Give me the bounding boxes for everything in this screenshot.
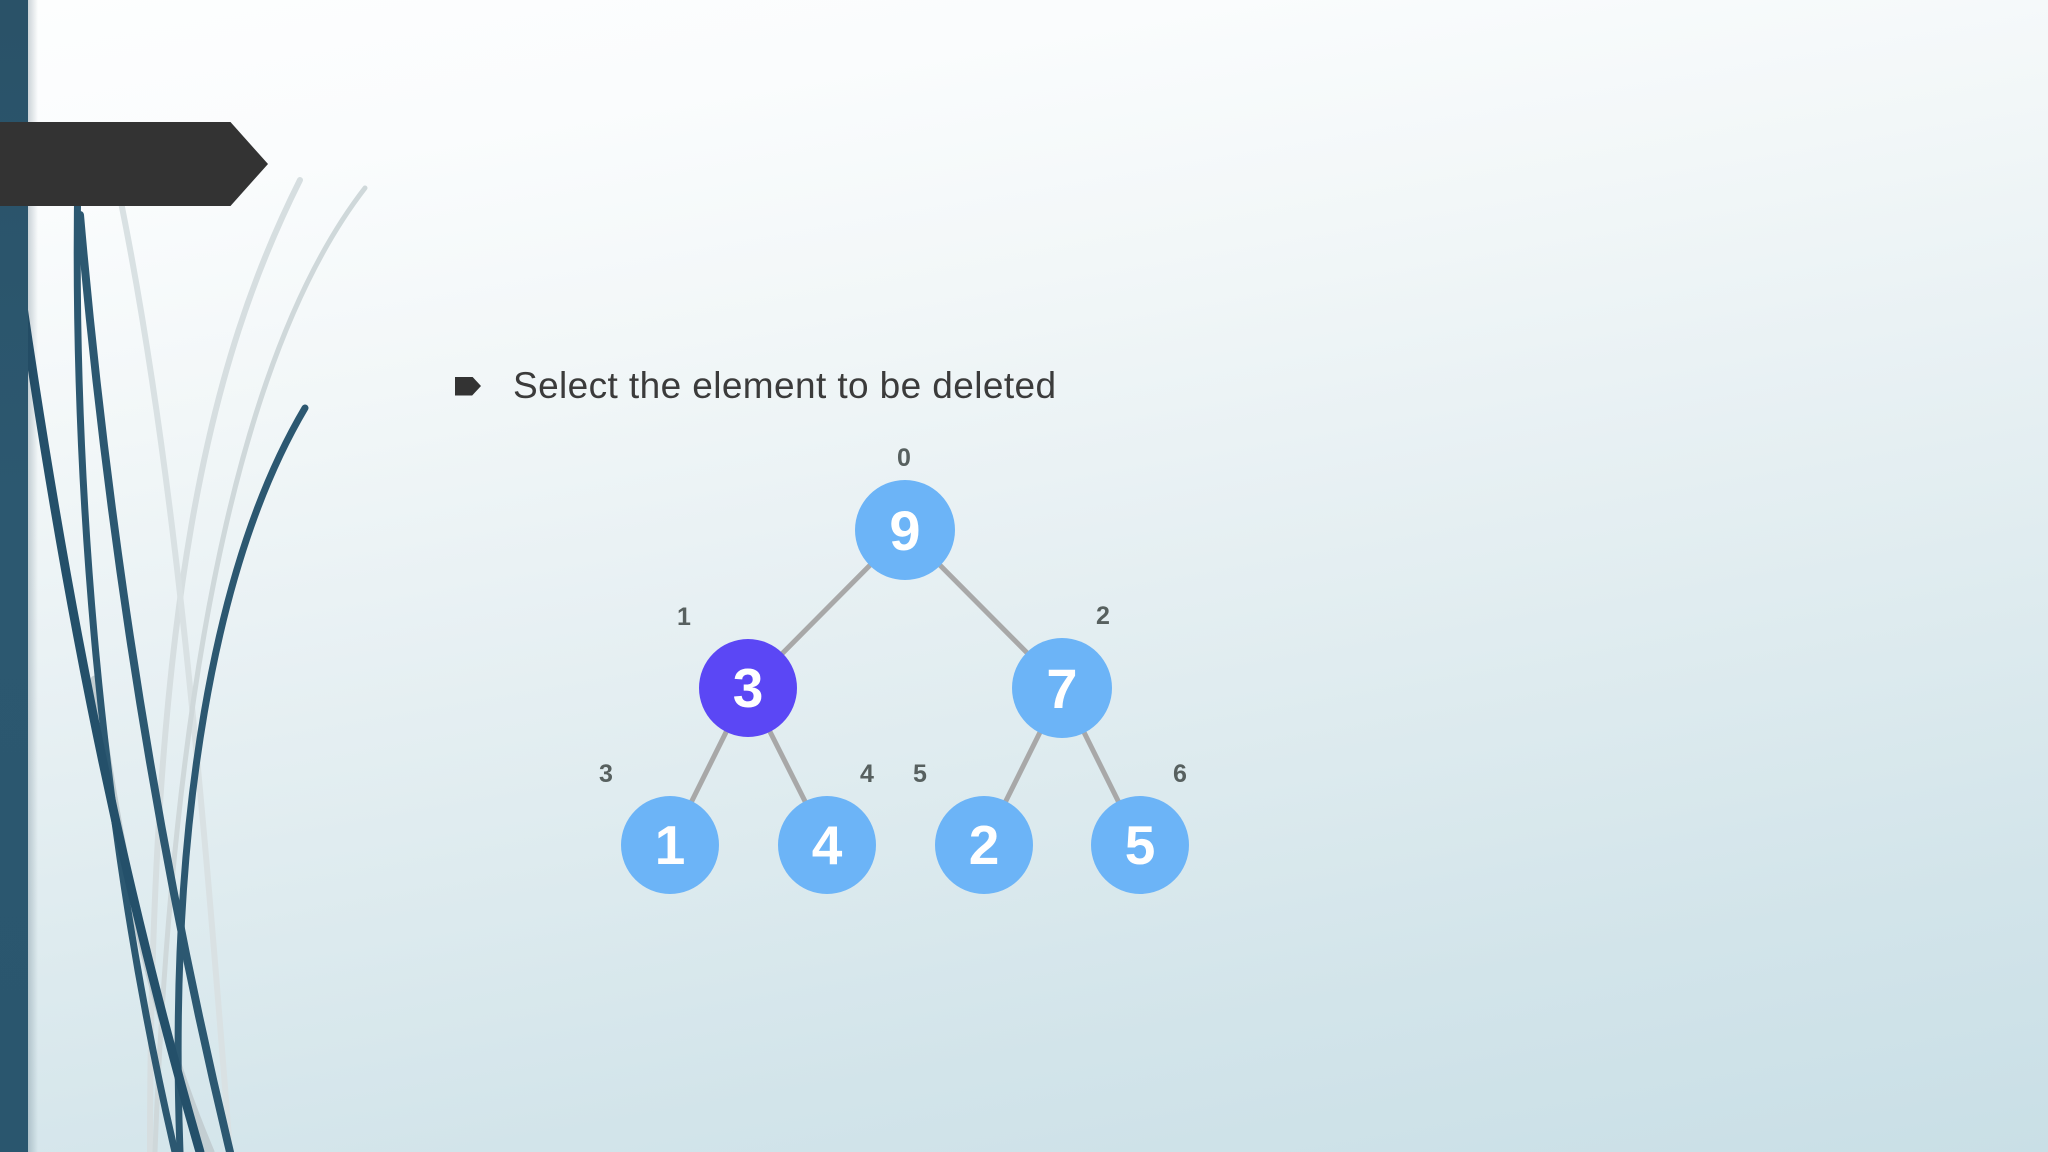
tree-node-index-label-5: 5 [913, 760, 927, 788]
arrow-bullet-icon [455, 376, 481, 396]
bullet-line: Select the element to be deleted [455, 365, 1057, 407]
tree-node-index-label-1: 1 [677, 603, 691, 631]
tree-node-5[interactable]: 2 [935, 796, 1033, 894]
left-accent-strip-shadow [28, 0, 38, 1152]
tree-node-6[interactable]: 5 [1091, 796, 1189, 894]
tree-node-index-label-4: 4 [860, 760, 874, 788]
tree-edges-layer [667, 527, 1143, 848]
tree-node-4[interactable]: 4 [778, 796, 876, 894]
tree-node-index-label-0: 0 [897, 444, 911, 472]
tree-node-index-label-3: 3 [599, 760, 613, 788]
tree-node-index-label-6: 6 [1173, 760, 1187, 788]
tree-node-3[interactable]: 1 [621, 796, 719, 894]
tree-node-2[interactable]: 7 [1012, 638, 1112, 738]
tree-node-index-label-2: 2 [1096, 602, 1110, 630]
tree-node-1[interactable]: 3 [699, 639, 797, 737]
bullet-text: Select the element to be deleted [513, 365, 1057, 406]
title-banner-shape [0, 122, 268, 206]
tree-node-0[interactable]: 9 [855, 480, 955, 580]
